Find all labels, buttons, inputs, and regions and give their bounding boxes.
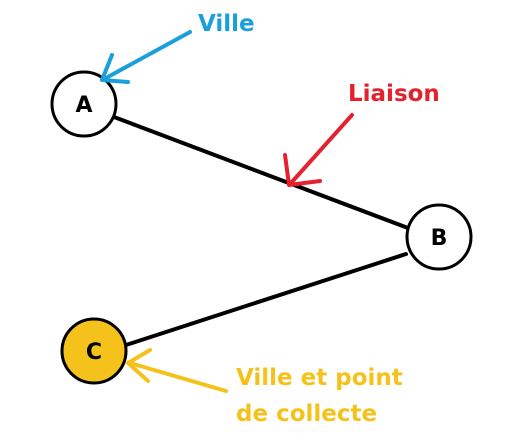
node-c: C (60, 317, 128, 385)
node-c-label: C (86, 340, 102, 365)
arrow-liaison-shaft (289, 113, 354, 185)
annotation-ville: Ville (198, 11, 255, 37)
arrow-collecte-shaft (128, 361, 228, 393)
node-c-circle (60, 317, 128, 385)
node-a-circle (50, 70, 118, 138)
arrow-ville-head (100, 53, 130, 84)
edge-a-b (112, 115, 410, 230)
node-b-circle (405, 203, 473, 271)
node-a-label: A (75, 93, 92, 118)
arrow-ville-shaft (104, 30, 192, 80)
arrow-liaison-head (283, 153, 322, 187)
annotation-collecte-line2: de collecte (236, 401, 377, 427)
arrow-collecte (126, 348, 228, 393)
arrow-collecte-head (126, 348, 152, 383)
node-a: A (50, 70, 118, 138)
annotation-liaison: Liaison (348, 81, 440, 107)
node-b-label: B (431, 226, 448, 251)
edge-b-c (124, 252, 408, 347)
arrow-liaison (283, 113, 354, 187)
annotation-collecte-line1: Ville et point (236, 365, 403, 391)
arrow-ville (100, 30, 192, 84)
node-b: B (405, 203, 473, 271)
